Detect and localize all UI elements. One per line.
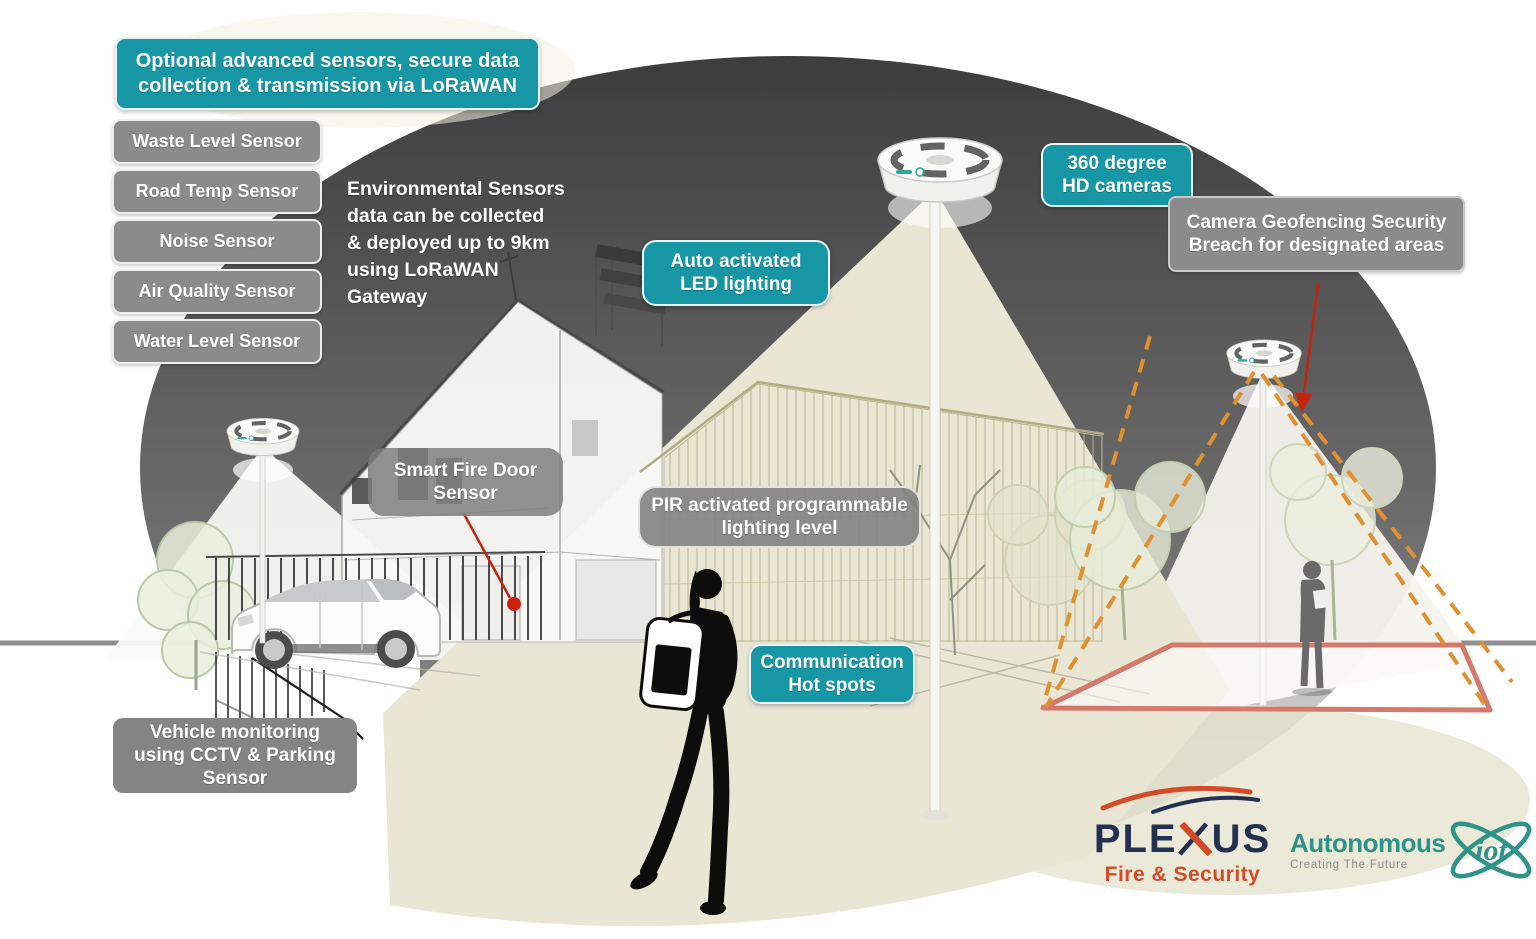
geofencing-arrow xyxy=(1295,283,1320,413)
env-note-line: Environmental Sensors xyxy=(347,178,565,200)
banner-lorawan: Optional advanced sensors, secure data c… xyxy=(115,37,540,110)
geofence-area xyxy=(1040,642,1493,713)
callout-vehicle-monitoring: Vehicle monitoring using CCTV & Parking … xyxy=(113,718,357,793)
tree-sketch-right-2 xyxy=(1269,443,1403,641)
sensor-label-water-level: Water Level Sensor xyxy=(112,319,322,364)
ground-glow-logos xyxy=(930,705,1530,895)
person-silhouette-right xyxy=(1292,561,1332,696)
plexus-wordmark-left: PLE xyxy=(1093,817,1178,861)
plexus-tagline: Fire & Security xyxy=(1104,863,1261,886)
tree-sketch-left xyxy=(137,521,257,690)
plexus-wordmark: PLE US xyxy=(1090,819,1275,859)
callout-pir-lighting: PIR activated programmable lighting leve… xyxy=(638,486,921,548)
sensor-label-waste-level: Waste Level Sensor xyxy=(112,119,322,164)
env-note-line: Gateway xyxy=(347,286,428,308)
callout-smart-fire-door: Smart Fire Door Sensor xyxy=(368,448,563,516)
person-silhouette-center xyxy=(630,569,738,915)
sensor-label-air-quality: Air Quality Sensor xyxy=(112,269,322,314)
lamp-post-center xyxy=(878,138,1002,820)
autonomous-iot-logo: Autonomous Creating The Future iot xyxy=(1290,812,1536,888)
autonomous-wordmark: Autonomous xyxy=(1290,827,1446,858)
autonomous-tagline: Creating The Future xyxy=(1290,858,1408,871)
plexus-wordmark-right: US xyxy=(1211,817,1272,861)
plexus-logo: PLE US Fire & Security xyxy=(1090,778,1275,887)
sensor-label-noise: Noise Sensor xyxy=(112,219,322,264)
iot-text: iot xyxy=(1475,834,1508,867)
env-note-line: data can be collected xyxy=(347,205,545,227)
car-sketch xyxy=(231,578,441,669)
callout-communication-hotspots: Communication Hot spots xyxy=(749,644,915,704)
backpack xyxy=(639,609,705,711)
callout-360-hd-cameras: 360 degree HD cameras xyxy=(1041,143,1193,207)
plexus-swoosh-icon xyxy=(1100,785,1260,814)
callout-camera-geofencing: Camera Geofencing Security Breach for de… xyxy=(1168,196,1465,272)
env-note-line: using LoRaWAN xyxy=(347,259,499,281)
env-note-line: & deployed up to 9km xyxy=(347,232,550,254)
plexus-x-mark-icon xyxy=(1177,822,1212,856)
driveway-sketch-lines xyxy=(199,649,481,691)
autonomous-atom-icon: iot xyxy=(1451,821,1532,879)
camera-fov-dashed-lines xyxy=(1041,335,1514,710)
sensor-label-road-temp: Road Temp Sensor xyxy=(112,169,322,214)
callout-auto-led-lighting: Auto activated LED lighting xyxy=(642,240,830,306)
fire-door-leader xyxy=(462,513,521,611)
environmental-sensors-note: Environmental Sensors data can be collec… xyxy=(347,176,577,311)
lamp-post-left xyxy=(227,418,299,644)
